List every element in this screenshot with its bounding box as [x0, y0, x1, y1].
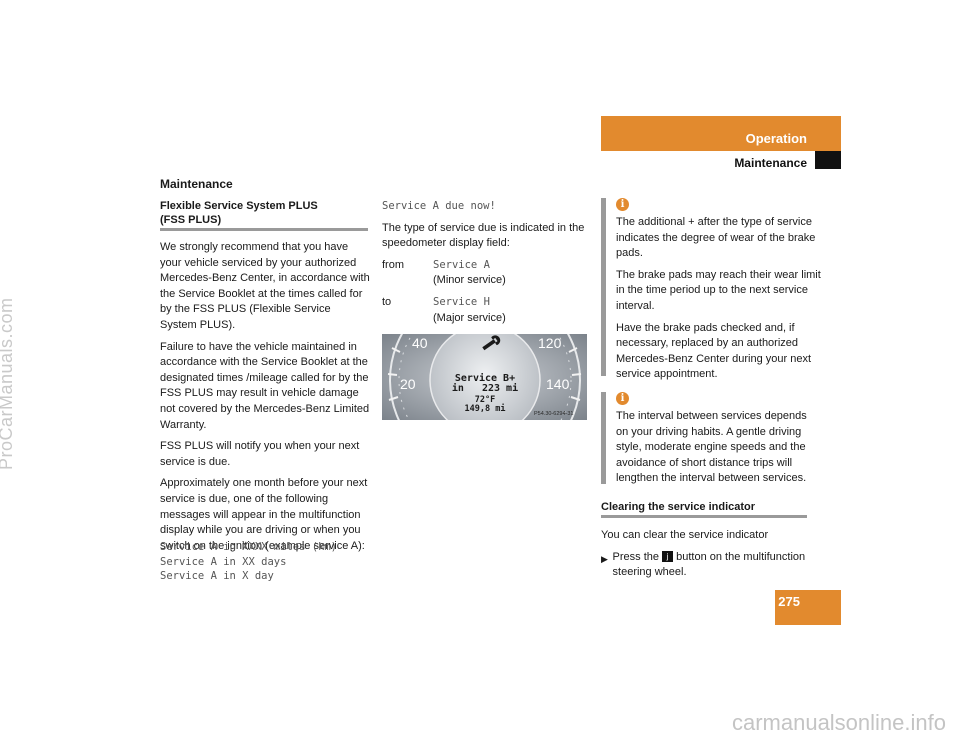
column-2-body: Service A due now! The type of service d…	[382, 199, 592, 326]
from-row: from Service A	[382, 258, 592, 274]
note-text: The additional + after the type of servi…	[616, 216, 816, 260]
to-desc-row: (Major service)	[382, 311, 592, 327]
header-accent-bar	[601, 116, 841, 151]
instruction-step: ▶ Press the j button on the multifunctio…	[601, 550, 807, 581]
to-desc: (Major service)	[433, 311, 506, 324]
from-value: Service A	[433, 258, 490, 271]
from-desc: (Minor service)	[433, 274, 506, 287]
note-text: Have the brake pads checked and, if nece…	[616, 321, 812, 381]
paragraph: Approximately one month before your next…	[160, 477, 368, 552]
subsection-title: Maintenance	[734, 156, 807, 170]
wrench-icon	[482, 335, 501, 351]
info-icon: i	[616, 198, 629, 211]
speed-mark: 140	[546, 376, 570, 392]
header-marker	[815, 151, 841, 169]
paragraph: The type of service due is indicated in …	[382, 221, 585, 250]
instruction-pre: Press the	[612, 550, 659, 563]
odometer: 149,8 mi	[465, 403, 506, 414]
note-text: The brake pads may reach their wear limi…	[616, 268, 821, 312]
side-watermark: ProCarManuals.com	[0, 297, 16, 470]
bottom-watermark: carmanualsonline.info	[731, 710, 946, 735]
paragraph: You can clear the service indicator	[601, 529, 769, 541]
service-distance: in 223 mi	[452, 382, 518, 394]
to-value: Service H	[433, 295, 490, 308]
from-label: from	[382, 258, 404, 271]
info-note-interval: i The interval between services depends …	[601, 392, 822, 484]
instruction-text: Press the j button on the multifunction …	[613, 550, 807, 581]
clearing-rule	[601, 515, 807, 518]
to-row: to Service H	[382, 295, 592, 311]
display-circle	[429, 334, 541, 420]
column-1-body: We strongly recommend that you have your…	[160, 240, 370, 560]
tick-marks	[387, 347, 582, 401]
display-messages: Service A in XXXX miles (km) Service A i…	[160, 540, 337, 584]
speed-mark: 40	[412, 335, 428, 351]
clearing-heading: Clearing the service indicator	[601, 501, 756, 513]
page-heading: Maintenance	[160, 177, 233, 191]
subheading-line: (FSS PLUS)	[160, 214, 222, 226]
instruction-post: button on the multifunction steering whe…	[612, 550, 806, 579]
info-note-brakes: i The additional + after the type of ser…	[601, 198, 822, 380]
page-number-box	[775, 590, 841, 625]
page-number: 275	[778, 594, 800, 609]
to-label: to	[382, 295, 392, 308]
clearing-body: You can clear the service indicator ▶ Pr…	[601, 528, 807, 581]
subheading-rule	[160, 228, 368, 231]
paragraph: Failure to have the vehicle maintained i…	[160, 340, 370, 431]
temperature: 72°F	[475, 395, 495, 405]
note-text: The interval between services depends on…	[616, 410, 807, 485]
service-text: Service B+	[455, 372, 515, 384]
display-message: Service A in XX days	[160, 555, 287, 568]
speed-mark: 20	[400, 376, 416, 392]
info-icon: i	[616, 392, 629, 405]
paragraph: We strongly recommend that you have your…	[160, 241, 370, 331]
image-code: P54.30-6294-31	[534, 411, 573, 417]
display-message: Service A in X day	[160, 570, 274, 582]
steering-key-icon: j	[662, 551, 674, 563]
section-title: Operation	[745, 131, 807, 146]
subheading: Flexible Service System PLUS (FSS PLUS)	[160, 199, 368, 227]
arrow-bullet-icon: ▶	[601, 553, 608, 564]
paragraph: FSS PLUS will notify you when your next …	[160, 440, 360, 468]
subheading-line: Flexible Service System PLUS	[160, 200, 318, 212]
service-due-message: Service A due now!	[382, 200, 496, 212]
from-desc-row: (Minor service)	[382, 273, 592, 289]
display-message: Service A in XXXX miles (km)	[160, 541, 338, 553]
speedometer-image: 40 20 120 140 Service B+ in 223 mi 72°F …	[382, 334, 587, 420]
speed-mark: 120	[538, 335, 562, 351]
